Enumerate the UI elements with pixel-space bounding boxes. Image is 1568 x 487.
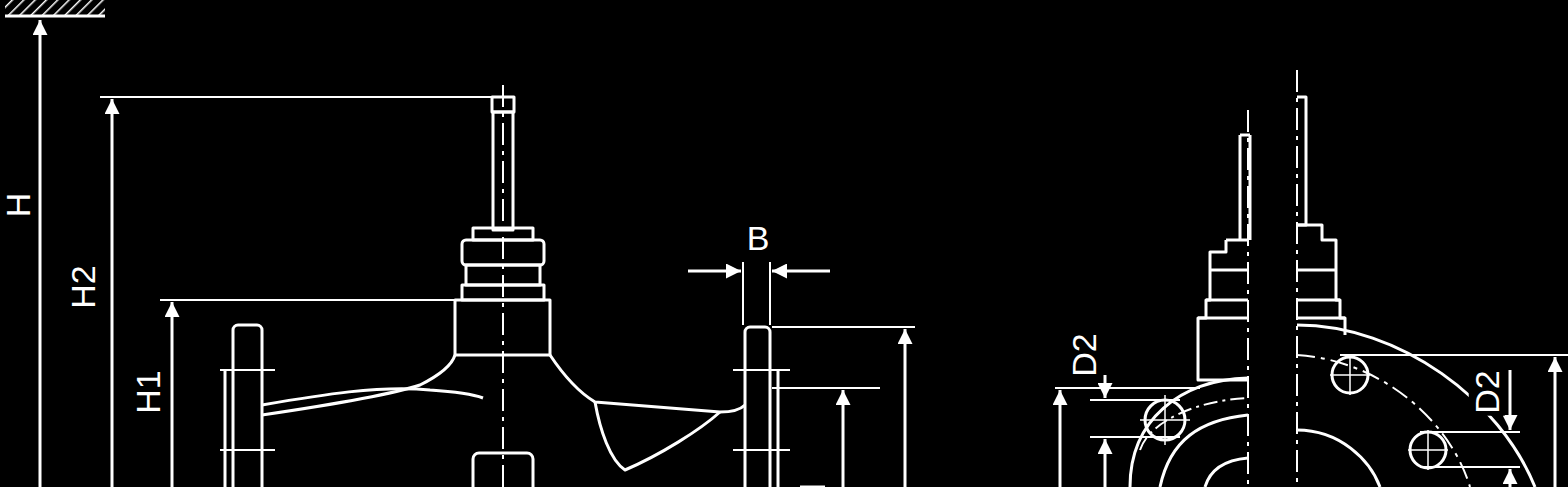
dimension-label: D2 bbox=[1066, 331, 1102, 378]
dimension-label: H2 bbox=[65, 263, 101, 310]
dimension-label: H bbox=[0, 191, 36, 220]
dimension-label: H1 bbox=[130, 368, 166, 415]
dimension-label: B bbox=[745, 220, 772, 256]
dimension-label: D2 bbox=[1469, 368, 1505, 415]
